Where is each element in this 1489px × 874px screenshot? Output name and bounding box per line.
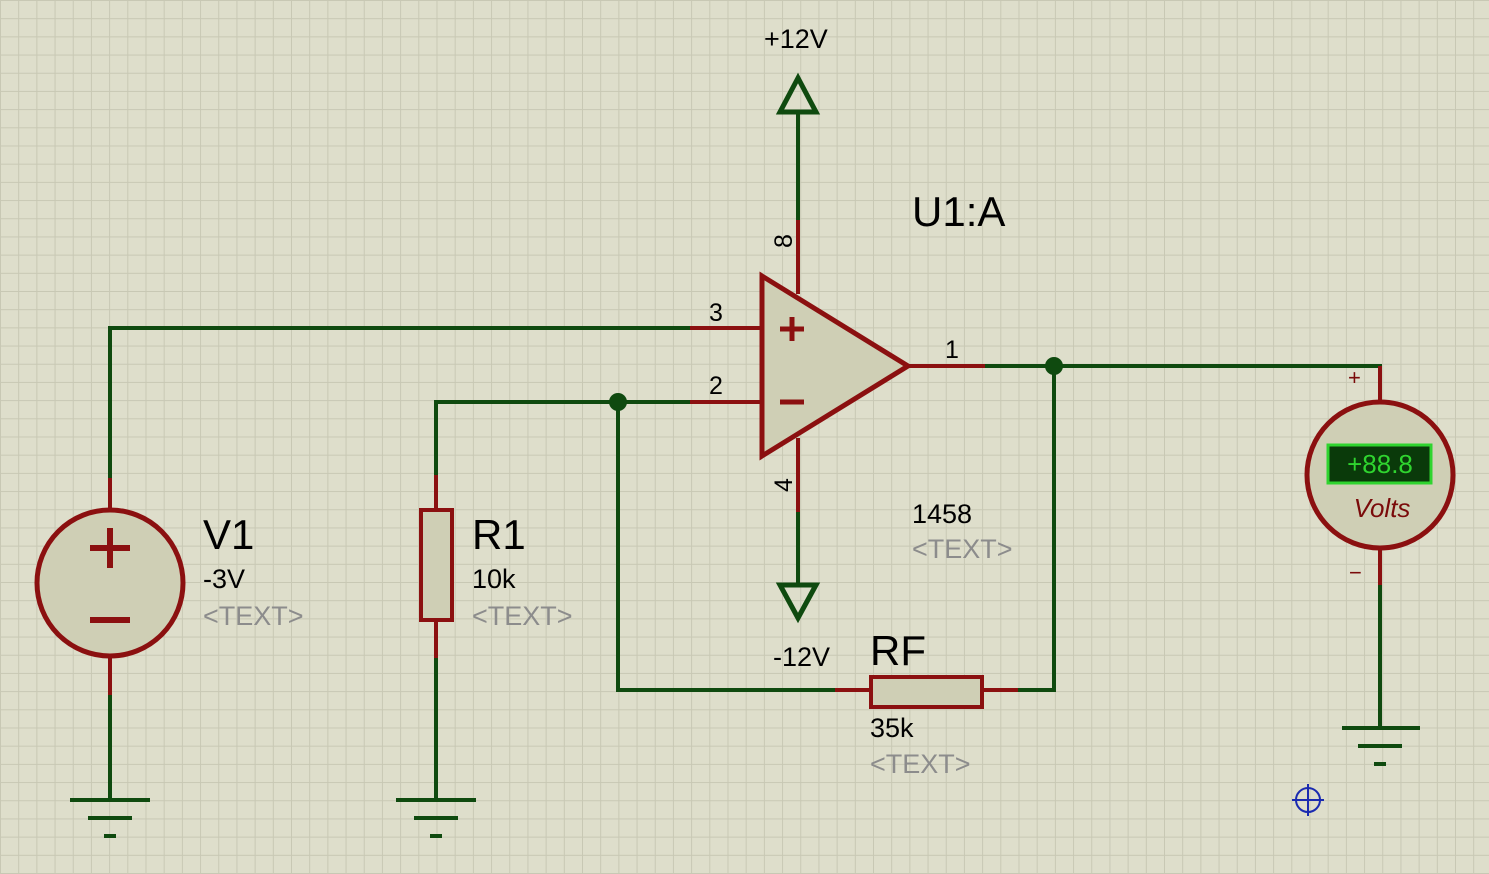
opamp-text-placeholder: <TEXT> bbox=[912, 534, 1013, 564]
resistor-r1[interactable]: R1 10k <TEXT> bbox=[419, 475, 573, 658]
rf-designator: RF bbox=[870, 627, 926, 674]
junction-dot-output bbox=[1045, 357, 1063, 375]
voltage-source-v1[interactable]: V1 -3V <TEXT> bbox=[34, 478, 304, 695]
meter-display bbox=[1326, 443, 1433, 485]
opamp-designator: U1:A bbox=[912, 188, 1005, 235]
ground-v1[interactable] bbox=[70, 798, 150, 838]
pin-number-3: 3 bbox=[709, 299, 723, 327]
origin-marker-icon bbox=[1292, 784, 1324, 816]
opamp-body bbox=[759, 271, 913, 461]
opamp-part-number: 1458 bbox=[912, 499, 972, 529]
power-terminal-positive[interactable]: +12V bbox=[764, 24, 828, 115]
junction-dot-inverting bbox=[609, 393, 627, 411]
wire-r1-to-inverting[interactable] bbox=[434, 400, 692, 477]
meter-reading: +88.8 bbox=[1347, 449, 1413, 479]
wire-feedback-right[interactable] bbox=[1016, 364, 1056, 692]
ground-meter[interactable] bbox=[1342, 726, 1420, 766]
resistor-rf[interactable]: RF 35k <TEXT> bbox=[835, 627, 1018, 779]
power-terminal-negative[interactable]: -12V bbox=[773, 582, 830, 672]
r1-text-placeholder: <TEXT> bbox=[472, 601, 573, 631]
voltmeter[interactable]: +88.8 Volts + − bbox=[1304, 365, 1456, 585]
wire-feedback-left[interactable] bbox=[616, 400, 837, 692]
r1-value: 10k bbox=[472, 564, 516, 594]
wire-v1-to-noninverting[interactable] bbox=[108, 326, 692, 507]
ground-r1[interactable] bbox=[396, 798, 476, 838]
v1-value: -3V bbox=[203, 564, 245, 594]
pin-number-4: 4 bbox=[770, 478, 798, 492]
pin-number-8: 8 bbox=[770, 234, 798, 248]
r1-body bbox=[419, 508, 454, 622]
meter-minus-terminal: − bbox=[1349, 560, 1362, 585]
wires bbox=[108, 110, 1382, 802]
pin-number-1: 1 bbox=[945, 336, 959, 364]
v1-body bbox=[34, 507, 186, 659]
pin-number-2: 2 bbox=[709, 372, 723, 400]
v1-designator: V1 bbox=[203, 511, 254, 558]
meter-plus-terminal: + bbox=[1348, 365, 1361, 390]
rf-text-placeholder: <TEXT> bbox=[870, 749, 971, 779]
meter-unit-label: Volts bbox=[1354, 493, 1411, 523]
v1-text-placeholder: <TEXT> bbox=[203, 601, 304, 631]
negative-rail-label: -12V bbox=[773, 642, 830, 672]
rf-body bbox=[869, 675, 984, 709]
opamp-u1a[interactable]: 3 2 1 8 4 U1:A 1458 <TEXT> bbox=[690, 188, 1013, 564]
positive-rail-label: +12V bbox=[764, 24, 828, 54]
rf-value: 35k bbox=[870, 713, 914, 743]
r1-designator: R1 bbox=[472, 511, 526, 558]
